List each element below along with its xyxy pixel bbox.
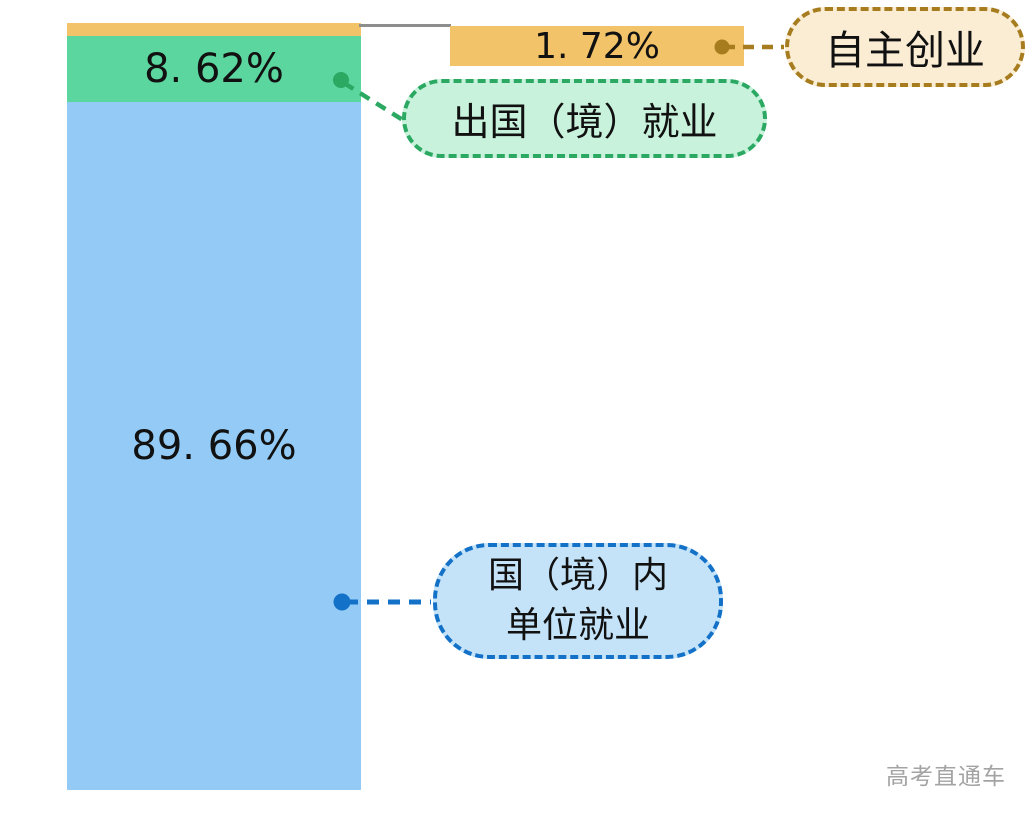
stacked-bar: 8. 62% 89. 66% [67,23,361,790]
pullout-leader-line [359,24,451,27]
callout-domestic: 国（境）内 单位就业 [433,543,723,659]
callout-domestic-label-line1: 国（境）内 [487,554,668,596]
callout-domestic-label-line2: 单位就业 [505,605,650,646]
segment-value-label-overseas: 8. 62% [144,46,284,93]
pullout-value-box: 1. 72% [450,25,744,67]
callout-overseas-label: 出国（境）就业 [451,100,718,144]
callout-entrepreneurship-label: 自主创业 [825,28,985,74]
bar-segment-entrepreneurship [67,23,361,37]
callout-entrepreneurship: 自主创业 [785,7,1025,87]
segment-value-label-entrepreneurship: 1. 72% [534,25,660,67]
bar-segment-domestic: 89. 66% [67,102,361,790]
callout-overseas: 出国（境）就业 [402,79,767,158]
bar-segment-overseas: 8. 62% [67,36,361,103]
watermark: 高考直通车 [886,764,1006,790]
segment-value-label-domestic: 89. 66% [131,423,297,470]
